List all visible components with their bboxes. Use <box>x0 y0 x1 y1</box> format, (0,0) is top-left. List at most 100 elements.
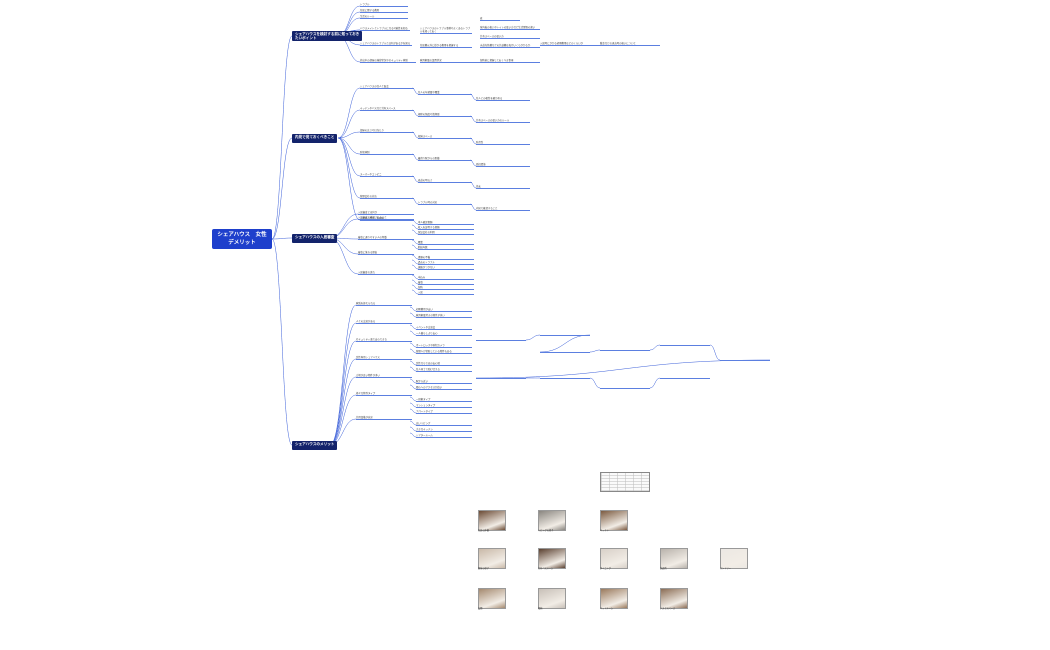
mindmap-node[interactable]: 水道光熱費などの共益費は毎月いくらかかるか <box>480 44 540 49</box>
edge <box>475 359 771 379</box>
mindmap-node[interactable]: トラブル <box>360 3 408 8</box>
main-branch-merits[interactable]: シェアハウスのメリット <box>292 441 338 450</box>
mindmap-node[interactable]: オートロックや防犯カメラ <box>416 344 472 349</box>
mindmap-node[interactable]: 住居に関する費用 <box>360 9 408 14</box>
mindmap-node[interactable]: 外出中の部屋の施錠状況やセキュリティ体制 <box>360 59 416 64</box>
edge <box>589 349 601 353</box>
mindmap-node[interactable]: 申込み <box>418 276 474 281</box>
mindmap-node[interactable]: 夜道の明るさ <box>418 179 472 184</box>
main-branch-screening[interactable]: シェアハウスの入居審査 <box>292 234 338 243</box>
mindmap-node[interactable]: 女性専用シェアハウス <box>356 356 412 361</box>
mindmap-node[interactable]: 共用設備が充実 <box>356 416 412 421</box>
detail-node-placeholder[interactable] <box>540 375 590 380</box>
mindmap-node[interactable]: 初期費用が安い <box>416 308 472 313</box>
mindmap-node[interactable]: 一軒家タイプ <box>416 398 472 403</box>
mindmap-node[interactable]: 治安 <box>476 185 530 190</box>
mindmap-node[interactable]: ハウスメイトとトラブルになる可能性を知る <box>360 27 410 32</box>
mindmap-node[interactable]: 部屋の広さや日当たり <box>360 129 414 134</box>
mindmap-node[interactable]: 入居者の性別・年齢層 <box>360 217 414 222</box>
mindmap-node[interactable]: 大きなキッチン <box>416 428 472 433</box>
main-branch-viewing[interactable]: 内見で見ておくべきこと <box>292 134 338 143</box>
detail-node-placeholder[interactable] <box>720 357 770 362</box>
mindmap-node[interactable]: 入居審査とは何か <box>358 211 414 216</box>
mindmap-node[interactable]: 職業 <box>418 241 474 246</box>
mindmap-node[interactable]: 防音性 <box>476 141 530 146</box>
detail-node-placeholder[interactable] <box>660 342 710 347</box>
mindmap-node[interactable]: 審査に通りやすい人の特徴 <box>358 236 414 241</box>
mindmap-node[interactable]: 立地が良い物件が多い <box>356 374 412 379</box>
mindmap-node[interactable]: 住人同士で助け合える <box>416 368 472 373</box>
mindmap-node[interactable]: 夜 <box>480 17 520 22</box>
mindmap-node[interactable]: マンションタイプ <box>416 404 472 409</box>
mindmap-node[interactable]: 家賃を抑えられる <box>356 302 412 307</box>
mindmap-node[interactable]: 最寄り駅からの距離 <box>418 157 472 162</box>
detail-node-placeholder[interactable] <box>540 332 590 337</box>
mindmap-node[interactable]: 家具家電の設置状況 <box>420 59 480 64</box>
detail-node-placeholder[interactable] <box>476 375 526 380</box>
mindmap-node[interactable]: セキュリティ面で安心できる <box>356 338 412 343</box>
mindmap-node[interactable]: 入居審査で確認されること <box>358 216 414 221</box>
mindmap-node[interactable]: 一人暮らしより安心 <box>416 332 472 337</box>
mindmap-node[interactable]: トラブル時の対応 <box>418 201 472 206</box>
mindmap-node[interactable]: 防犯体制 <box>360 151 414 156</box>
edge <box>409 420 417 426</box>
mindmap-node[interactable]: 管理会社の対応 <box>360 195 414 200</box>
mindmap-node[interactable]: 管理人が常駐している物件もある <box>416 350 472 355</box>
mindmap-node[interactable]: 共有スペースの使い方のルール <box>476 119 530 124</box>
mindmap-node[interactable]: 掃除の頻度や清潔感 <box>418 113 472 118</box>
mindmap-node[interactable]: 審査に落ちる理由 <box>358 251 414 256</box>
mindmap-node[interactable]: 収納スペース <box>418 135 472 140</box>
photo-caption: 収納 <box>538 607 543 610</box>
mindmap-node[interactable]: 家具家電付きの物件が多い <box>416 314 472 319</box>
mindmap-node[interactable]: 住人との相性を確かめる <box>476 97 530 102</box>
mindmap-node[interactable]: 勤続年数 <box>418 246 474 251</box>
edge <box>469 137 477 145</box>
mindmap-node[interactable]: シェアハウスの住人と面会 <box>360 85 414 90</box>
mindmap-node[interactable]: 共有スペースの使い方 <box>480 35 540 40</box>
mindmap-node[interactable]: 審査 <box>418 281 474 286</box>
mindmap-node[interactable]: 様々な物件タイプ <box>356 392 412 397</box>
mindmap-node[interactable]: 本人確認書類 <box>418 221 474 226</box>
mindmap-node[interactable]: 都心へのアクセスが良い <box>416 386 472 391</box>
mindmap-node[interactable]: 周辺環境 <box>476 163 530 168</box>
mindmap-node[interactable]: 入居 <box>418 291 474 296</box>
mindmap-node[interactable]: 内見で確認すること <box>476 207 530 212</box>
mindmap-node[interactable]: 女性ならではの安心感 <box>416 362 472 367</box>
mindmap-node[interactable]: 駅から近い <box>416 380 472 385</box>
mindmap-node[interactable]: 住居費以外に掛かる費用を把握する <box>420 44 472 49</box>
mindmap-node[interactable]: スーパーやコンビニ <box>360 173 414 178</box>
mindmap-node[interactable]: 保証会社の利用 <box>418 231 474 236</box>
detail-node-placeholder[interactable] <box>660 375 710 380</box>
mindmap-node[interactable]: 生活のルール <box>360 15 408 20</box>
mindmap-node[interactable]: 契約前に把握しておくべき事項 <box>480 59 540 64</box>
edge <box>271 35 293 240</box>
mindmap-node[interactable]: 書類の不備 <box>418 256 474 261</box>
mindmap-node[interactable]: 連絡がつかない <box>418 266 474 271</box>
edge <box>409 306 417 312</box>
edge <box>469 115 477 123</box>
detail-node-placeholder[interactable] <box>476 337 526 342</box>
mindmap-node[interactable]: シェアハウスのトラブルとは何があるかを知る <box>360 42 412 47</box>
mindmap-node[interactable]: 契約 <box>418 286 474 291</box>
mindmap-node[interactable]: 過去のトラブル <box>418 261 474 266</box>
detail-node-placeholder[interactable] <box>540 349 590 354</box>
mindmap-node[interactable]: 室内着の扱いやトイレの使い方など生活習慣の違い <box>480 26 540 31</box>
mindmap-node[interactable]: シェアハウスのトラブル事例やよくあるトラブルを知っておく <box>420 27 472 35</box>
mindmap-node[interactable]: 収入を証明する書類 <box>418 226 474 231</box>
mindmap-node[interactable]: 入居時にかかる初期費用はどのくらいか <box>540 42 600 47</box>
mindmap-node[interactable]: 敷金などの退去時の扱いについて <box>600 42 660 47</box>
edge <box>409 366 417 372</box>
mindmap-node[interactable]: シアタールーム <box>416 434 472 439</box>
photo-caption: 洗面所 <box>660 567 667 570</box>
mindmap-node[interactable]: 入居審査の流れ <box>358 271 414 276</box>
mindmap-node[interactable]: 住人の年齢層や職業 <box>418 91 472 96</box>
mindmap-node[interactable]: イベントや交流会 <box>416 326 472 331</box>
root-node[interactable]: シェアハウス 女性 デメリット <box>212 229 272 249</box>
detail-node-placeholder[interactable] <box>600 347 650 352</box>
detail-node-placeholder[interactable] <box>600 385 650 390</box>
mindmap-node[interactable]: キッチンやバスなど共有スペース <box>360 107 414 112</box>
mindmap-node[interactable]: 人との交流がある <box>356 320 412 325</box>
mindmap-node[interactable]: 広いリビング <box>416 422 472 427</box>
main-branch-before-considering[interactable]: シェアハウスを検討する前に知っておき たいポイント <box>292 31 363 41</box>
mindmap-node[interactable]: アパートタイプ <box>416 410 472 415</box>
